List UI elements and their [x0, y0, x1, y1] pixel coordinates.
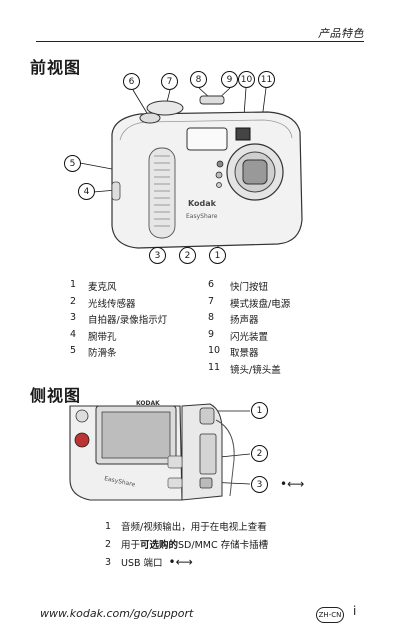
- side-brand-label: KODAK: [136, 400, 160, 407]
- header-title: 产品特色: [318, 27, 364, 40]
- language-badge: ZH-CN: [316, 607, 344, 623]
- side-callout-1: 1: [251, 402, 268, 419]
- footer-url[interactable]: www.kodak.com/go/support: [40, 607, 194, 620]
- side-callout-2: 2: [251, 445, 268, 462]
- callout-4: 4: [78, 183, 95, 200]
- front-camera-illustration: Kodak EasyShare: [79, 87, 303, 249]
- list-item: 3 USB 端口 •⟷: [105, 555, 193, 569]
- callout-5: 5: [64, 155, 81, 172]
- callout-8: 8: [190, 71, 207, 88]
- callout-10: 10: [238, 71, 255, 88]
- page-number: i: [353, 604, 357, 618]
- page-header: 产品特色: [36, 0, 364, 42]
- front-view-title: 前视图: [30, 58, 82, 77]
- side-callout-3: 3: [251, 476, 268, 493]
- front-brand-label: Kodak: [188, 199, 217, 208]
- callout-11: 11: [258, 71, 275, 88]
- callout-9: 9: [221, 71, 238, 88]
- usb-icon: •⟷: [280, 477, 305, 491]
- side-view-list: 1 音频/视频输出，用于在电视上查看 2 用于可选购的 SD/MMC 存储卡插槽…: [105, 517, 268, 571]
- side-view-title: 侧视图: [30, 386, 82, 405]
- callout-1: 1: [209, 247, 226, 264]
- front-model-label: EasyShare: [186, 213, 218, 220]
- side-camera-illustration: KODAK EasyShare: [69, 400, 251, 501]
- callout-6: 6: [123, 73, 140, 90]
- list-item: 1 音频/视频输出，用于在电视上查看: [105, 520, 267, 534]
- callout-2: 2: [179, 247, 196, 264]
- callout-7: 7: [161, 73, 178, 90]
- list-item: 2 用于可选购的 SD/MMC 存储卡插槽: [105, 538, 269, 552]
- callout-3: 3: [149, 247, 166, 264]
- usb-icon: •⟷: [168, 555, 193, 569]
